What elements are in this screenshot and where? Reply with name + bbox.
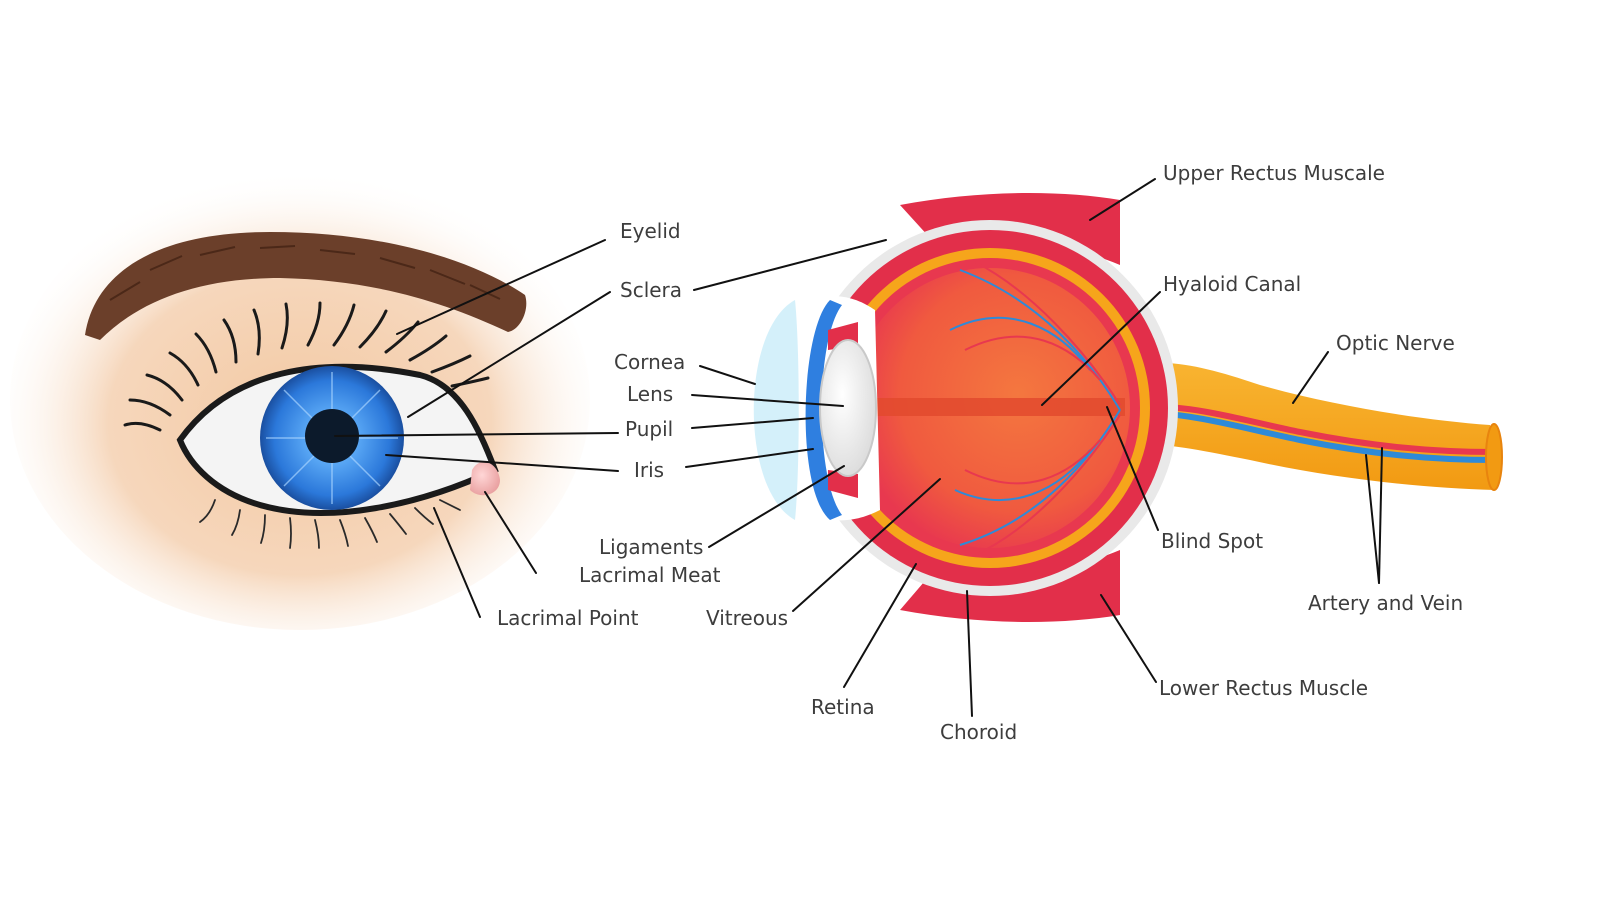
leader-sclera-front [407, 291, 611, 418]
upper-lashes [123, 301, 490, 432]
ciliary-body [828, 322, 858, 498]
leader-vein [1378, 447, 1383, 584]
label-pupil: Pupil [625, 417, 673, 441]
leader-lines [334, 178, 1383, 717]
leader-lower-rectus [1100, 594, 1157, 683]
front-eye-illustration [10, 170, 590, 630]
label-cornea: Cornea [614, 350, 685, 374]
leader-retina [843, 563, 917, 688]
leader-lacrimal-meat [484, 491, 537, 574]
label-ligaments: Ligaments [599, 535, 703, 559]
eye-cross-section [753, 193, 1503, 622]
lacrimal-caruncle [470, 461, 500, 496]
label-hyaloid-canal: Hyaloid Canal [1163, 272, 1301, 296]
eyebrow [85, 232, 527, 340]
cornea [753, 300, 799, 520]
leader-pupil-front [334, 432, 619, 437]
label-lacrimal-meat: Lacrimal Meat [579, 563, 721, 587]
label-optic-nerve: Optic Nerve [1336, 331, 1455, 355]
label-sclera: Sclera [620, 278, 682, 302]
leader-cornea [699, 365, 756, 385]
leader-hyaloid-canal [1041, 291, 1161, 406]
leader-sclera-section [693, 239, 887, 291]
leader-artery [1365, 454, 1380, 584]
optic-nerve [1110, 362, 1495, 490]
hyaloid-canal [855, 398, 1125, 416]
label-lacrimal-point: Lacrimal Point [497, 606, 639, 630]
leader-iris-front [385, 454, 619, 472]
leader-blind-spot [1106, 406, 1159, 531]
label-lens: Lens [627, 382, 673, 406]
lower-lashes [199, 499, 461, 549]
leader-iris-section [685, 448, 814, 468]
label-iris: Iris [634, 458, 664, 482]
label-blind-spot: Blind Spot [1161, 529, 1263, 553]
leader-eyelid [396, 239, 606, 335]
nerve-end [1485, 423, 1503, 491]
label-artery-vein: Artery and Vein [1308, 591, 1463, 615]
label-vitreous: Vitreous [706, 606, 788, 630]
label-lower-rectus: Lower Rectus Muscle [1159, 676, 1368, 700]
leader-lacrimal-point [433, 507, 481, 618]
label-upper-rectus: Upper Rectus Muscale [1163, 161, 1385, 185]
lens [819, 339, 877, 477]
labels: Eyelid Sclera Cornea Lens Pupil Iris Lig… [497, 161, 1463, 744]
leader-choroid [966, 590, 973, 717]
label-choroid: Choroid [940, 720, 1017, 744]
leader-ligaments [708, 465, 845, 548]
leader-upper-rectus [1089, 178, 1156, 221]
label-retina: Retina [811, 695, 875, 719]
leader-pupil-section [691, 417, 814, 429]
retinal-vessels [949, 261, 1121, 556]
eyebrow-hairs [109, 245, 501, 301]
leader-optic-nerve [1292, 351, 1329, 404]
label-eyelid: Eyelid [620, 219, 681, 243]
iris-section [805, 300, 842, 520]
pupil [305, 409, 359, 463]
leader-vitreous [792, 478, 941, 612]
leader-lens [691, 394, 844, 407]
